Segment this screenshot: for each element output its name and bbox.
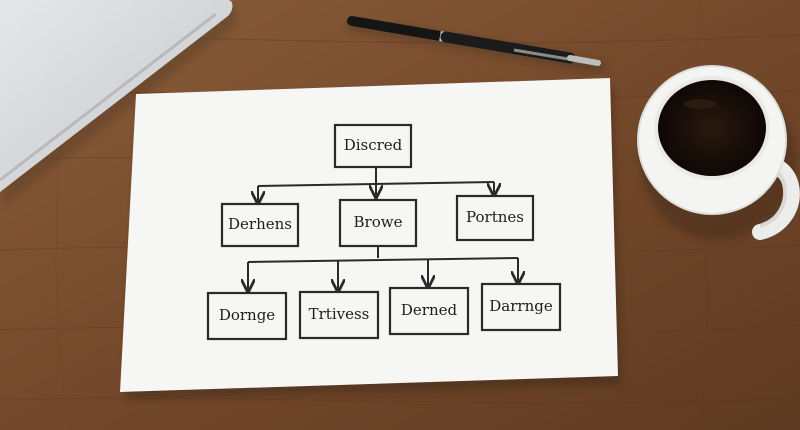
diagram-node-l2-1: Dornge: [219, 306, 275, 324]
pen: [346, 16, 606, 73]
diagram-box-l2-2: [298, 290, 380, 340]
diagram-node-l2-2: Trtivess: [309, 305, 370, 323]
diagram-box-l2-1: [206, 291, 288, 341]
diagram-box-l2-3: [388, 286, 470, 336]
org-diagram: [206, 123, 562, 341]
diagram-box-root: [333, 123, 413, 169]
diagram-node-l1-2: Browe: [354, 213, 403, 231]
diagram-labels: Discred Derhens Browe Portnes Dornge Trt…: [219, 136, 553, 324]
diagram-box-l2-4: [480, 282, 562, 332]
paper-sheet: [120, 78, 621, 400]
diagram-node-l1-1: Derhens: [228, 215, 292, 233]
diagram-node-root: Discred: [344, 136, 403, 154]
coffee-mug: [637, 65, 800, 240]
laptop: [0, 0, 236, 206]
diagram-box-l1-3: [455, 194, 535, 242]
diagram-node-l2-4: Darrnge: [489, 297, 553, 315]
coffee-surface: [658, 80, 766, 176]
diagram-node-l2-3: Derned: [401, 301, 458, 319]
diagram-node-l1-3: Portnes: [466, 208, 524, 226]
diagram-box-l1-2: [338, 198, 418, 248]
diagram-box-l1-1: [220, 202, 300, 248]
